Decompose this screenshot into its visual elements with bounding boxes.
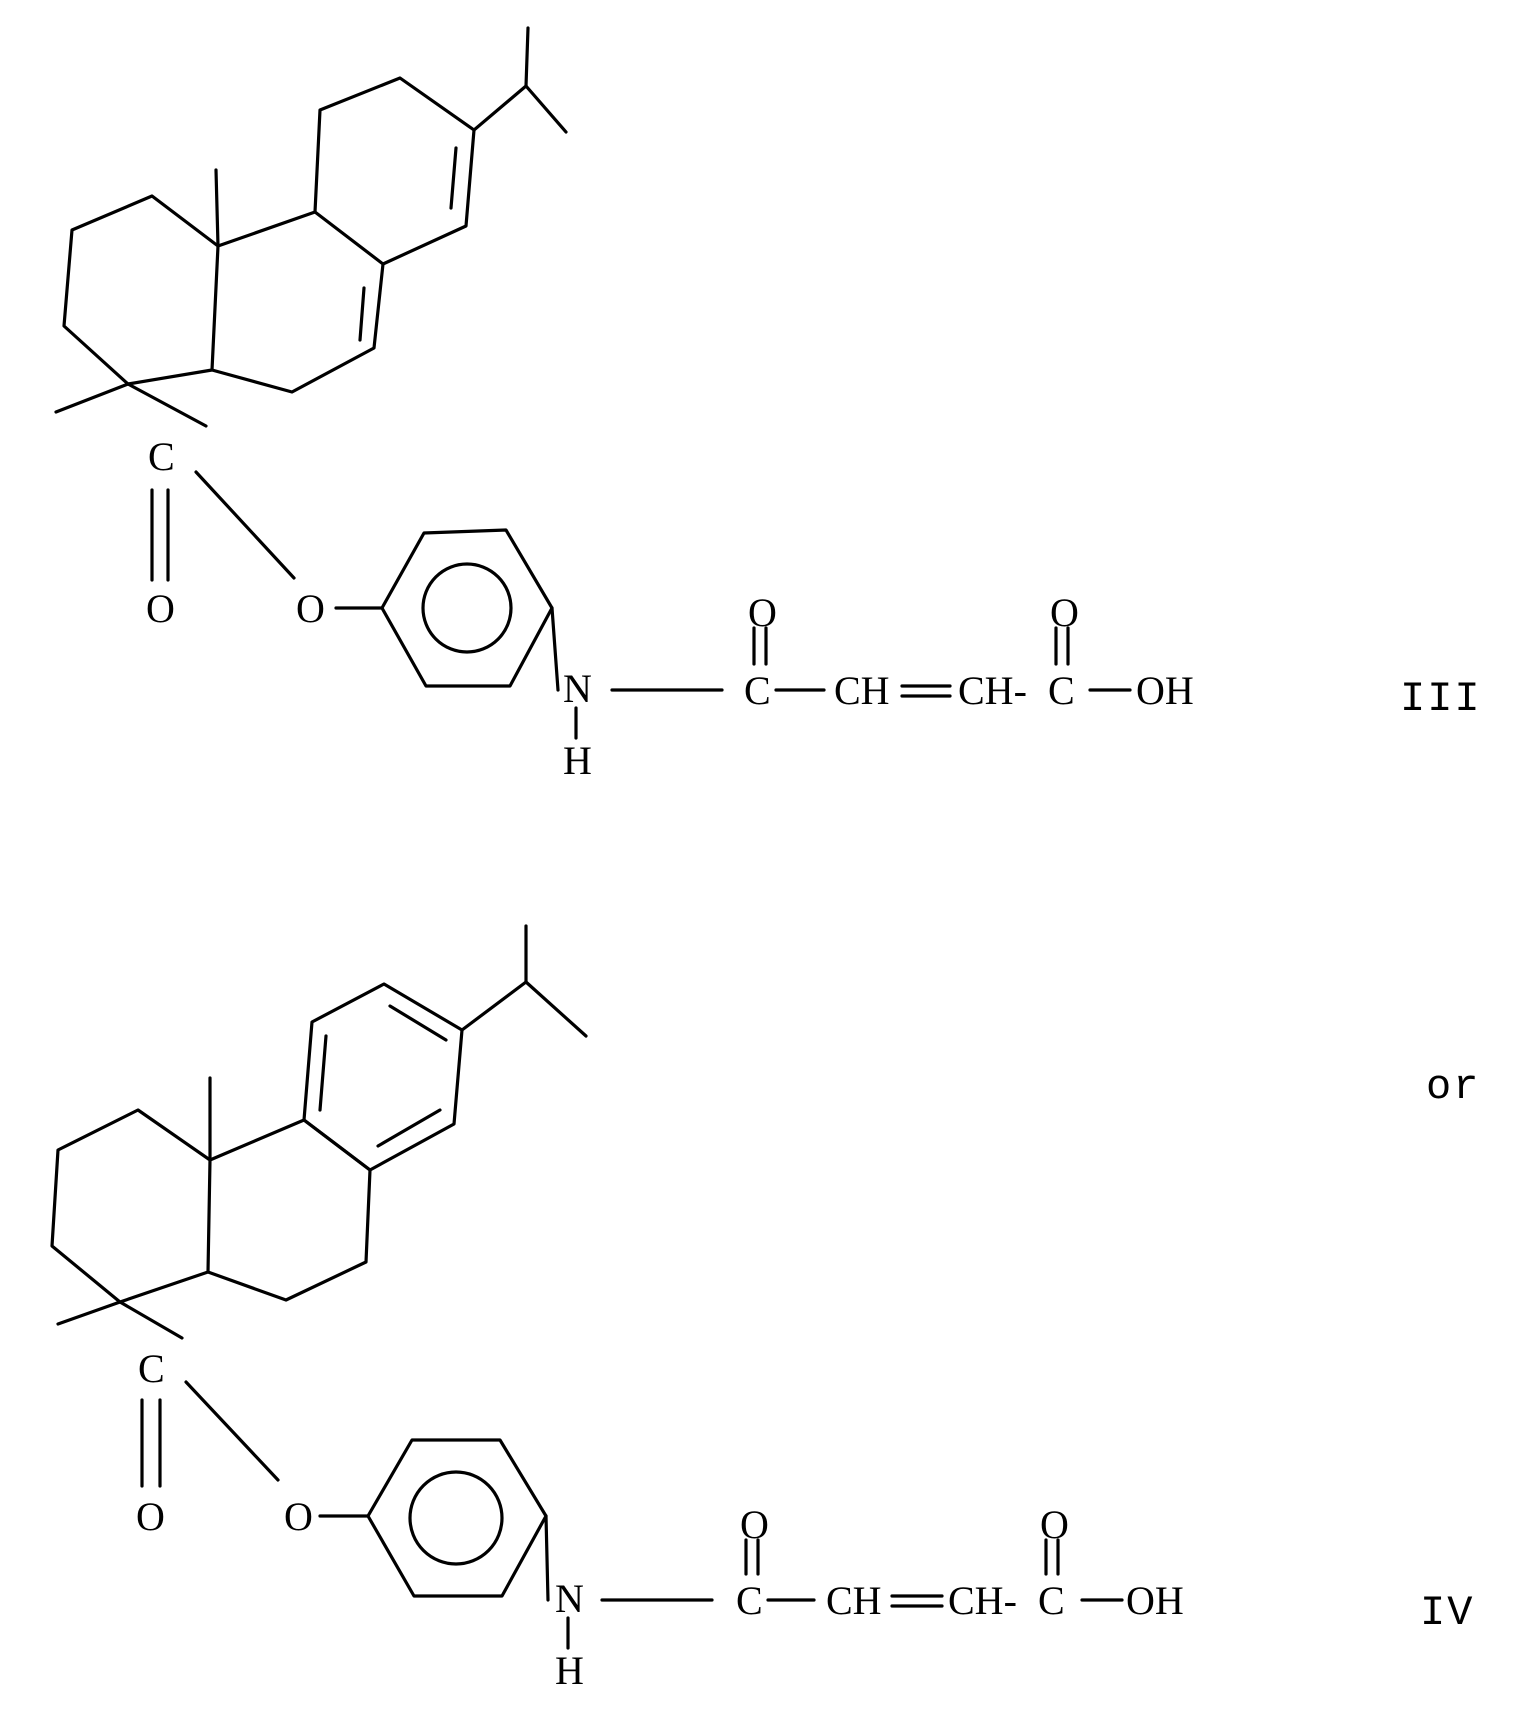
structure-iv-skeleton-bonds	[52, 926, 1122, 1648]
iv-acid-hydroxyl: OH	[1126, 1578, 1184, 1623]
iv-vinyl-ch-1: CH	[826, 1578, 882, 1623]
structure-iii-skeleton-bonds	[56, 28, 1130, 738]
structure-iii-label: III	[1400, 675, 1482, 723]
structure-iii: C O O N H O C CH CH- O C OH III	[56, 28, 1482, 783]
iii-acid-oxygen: O	[1050, 590, 1079, 635]
or-connector: or	[1426, 1063, 1480, 1111]
iv-vinyl-ch-2: CH-	[948, 1578, 1017, 1623]
iv-acid-carbon: C	[1038, 1578, 1065, 1623]
iv-amide-nitrogen: N	[555, 1576, 584, 1621]
iv-ester-carbonyl-oxygen: O	[136, 1494, 165, 1539]
iii-acid-hydroxyl: OH	[1136, 668, 1194, 713]
iv-amide-oxygen: O	[740, 1502, 769, 1547]
iii-acid-carbon: C	[1048, 668, 1075, 713]
structure-iv: C O O N H O C CH CH- O C OH IV	[52, 926, 1474, 1693]
iii-ester-carbonyl-oxygen: O	[146, 586, 175, 631]
iii-amide-nitrogen: N	[563, 666, 592, 711]
structure-iv-atom-labels: C O O N H O C CH CH- O C OH	[136, 1346, 1184, 1693]
iii-amide-hydrogen: H	[563, 738, 592, 783]
iii-vinyl-ch-2: CH-	[958, 668, 1027, 713]
structure-iv-label: IV	[1420, 1589, 1474, 1637]
iv-ester-oxygen: O	[284, 1494, 313, 1539]
iii-amide-oxygen: O	[748, 590, 777, 635]
iv-ester-carbon: C	[138, 1346, 165, 1391]
iii-ester-oxygen: O	[296, 586, 325, 631]
iv-acid-oxygen: O	[1040, 1502, 1069, 1547]
iv-amide-hydrogen: H	[555, 1648, 584, 1693]
structure-iii-atom-labels: C O O N H O C CH CH- O C OH	[146, 434, 1194, 783]
iii-amide-carbon: C	[744, 668, 771, 713]
iv-amide-carbon: C	[736, 1578, 763, 1623]
iii-ester-carbon: C	[148, 434, 175, 479]
iii-vinyl-ch-1: CH	[834, 668, 890, 713]
